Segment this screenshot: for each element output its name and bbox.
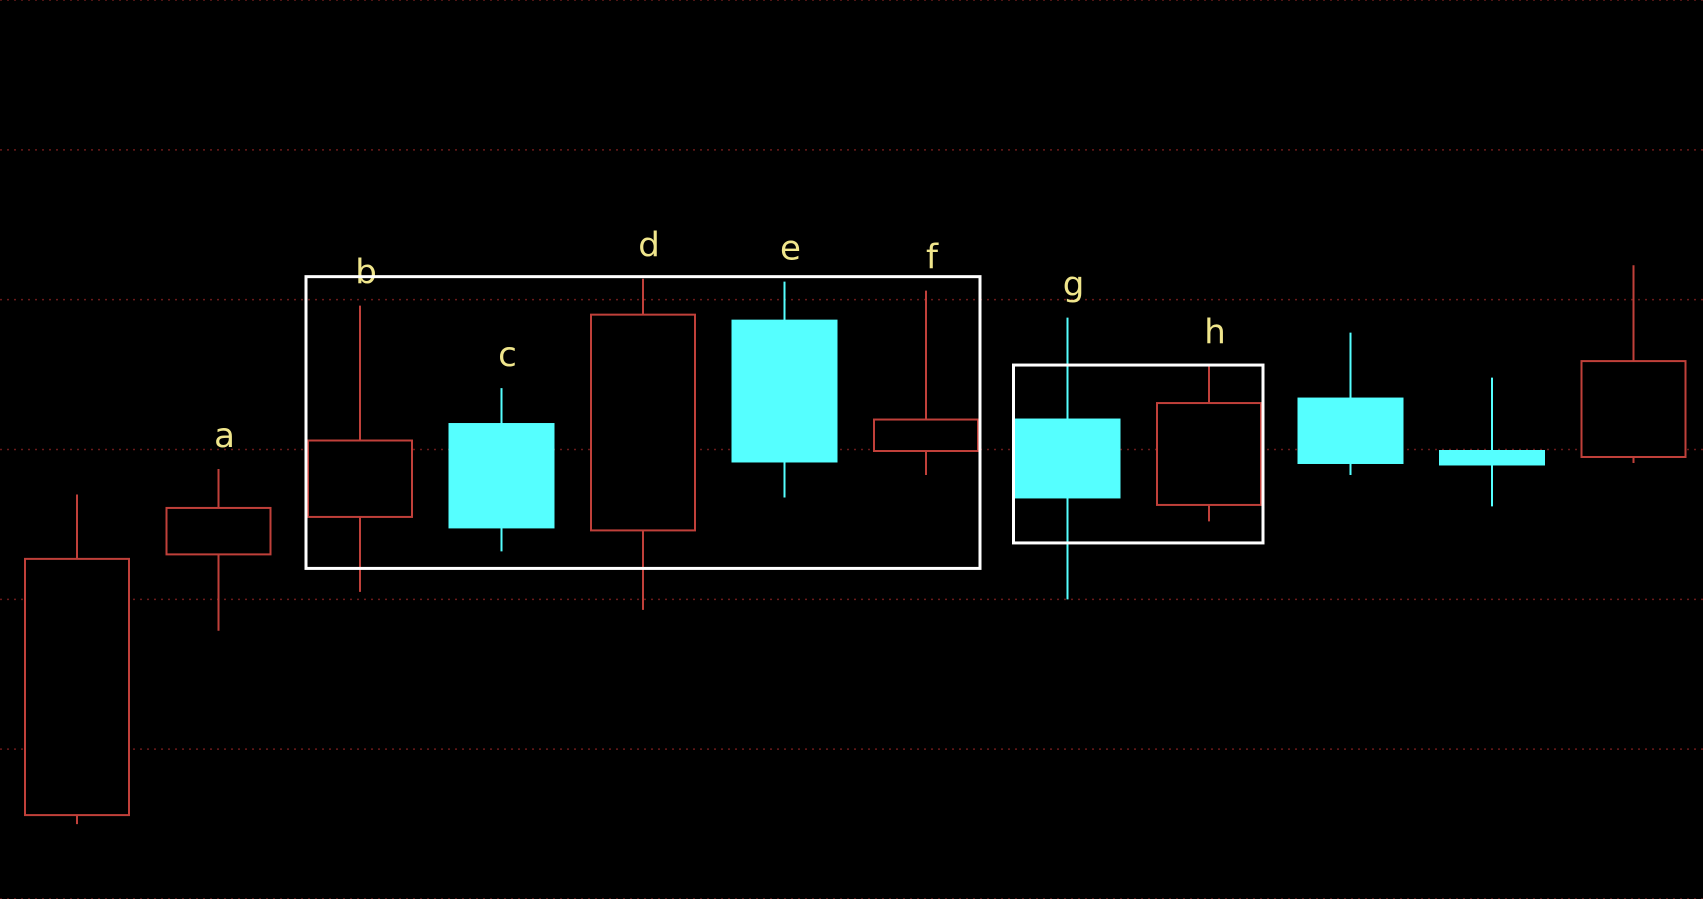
candle xyxy=(731,281,838,498)
candle xyxy=(1156,365,1262,522)
candle-body xyxy=(731,319,838,463)
candle xyxy=(590,278,696,610)
candle-body xyxy=(24,557,130,817)
highlight-box-g-h xyxy=(1012,363,1265,545)
candle-label-h: h xyxy=(1204,313,1226,353)
candle-label-e: e xyxy=(780,229,801,269)
candle-label-d: d xyxy=(638,226,660,266)
candle-body xyxy=(590,313,696,532)
candle xyxy=(873,290,979,475)
candle-label-b: b xyxy=(355,253,377,293)
candle-body xyxy=(307,439,413,518)
candle xyxy=(1439,377,1545,507)
candle xyxy=(24,494,130,825)
candle xyxy=(1580,265,1687,463)
highlight-boxes xyxy=(304,275,1265,570)
candle-body xyxy=(1439,449,1545,466)
candle-body xyxy=(448,423,555,529)
highlight-box-b-f xyxy=(304,275,982,570)
candle-body xyxy=(1014,418,1121,499)
candle-body xyxy=(165,506,272,556)
candle xyxy=(1297,332,1404,475)
candle xyxy=(448,388,555,552)
candle xyxy=(165,468,272,631)
candle xyxy=(307,305,413,592)
candle-label-f: f xyxy=(926,238,939,278)
candles xyxy=(24,265,1687,825)
candle-body xyxy=(1297,397,1404,464)
candle-label-a: a xyxy=(214,416,235,456)
candle-body xyxy=(873,418,979,452)
candle-label-c: c xyxy=(498,335,517,375)
candle-label-g: g xyxy=(1063,265,1085,305)
candle-body xyxy=(1156,402,1262,506)
candle-labels: a b c d e f g h xyxy=(214,226,1226,456)
candle-body xyxy=(1580,360,1687,458)
candle xyxy=(1014,317,1121,600)
